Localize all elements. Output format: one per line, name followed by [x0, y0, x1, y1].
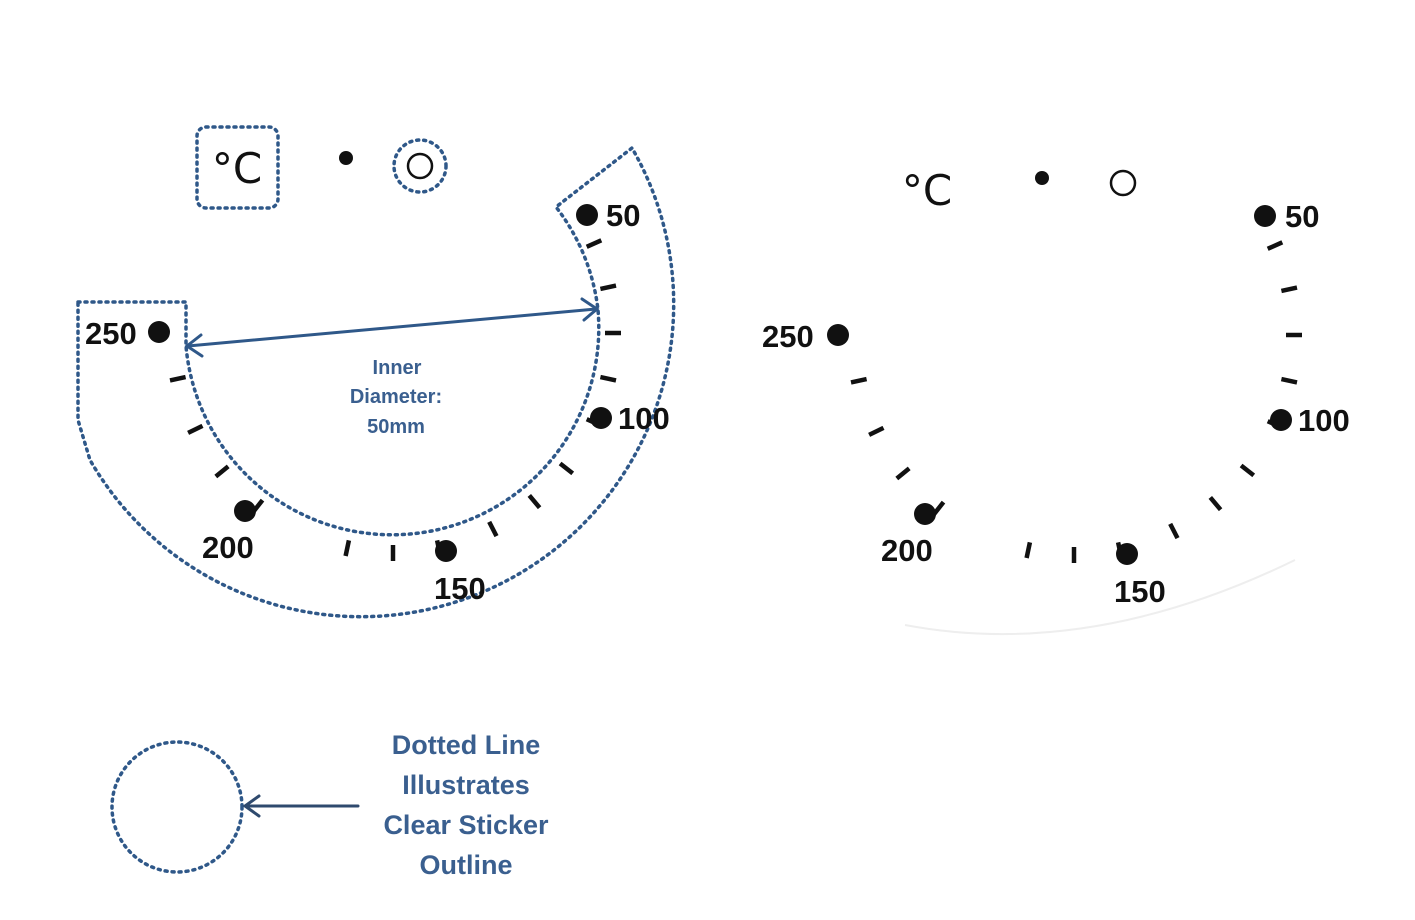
tick-mark — [585, 238, 603, 249]
tick-mark — [1208, 495, 1223, 512]
dial-label-250: 250 — [85, 316, 137, 351]
tick-mark — [558, 461, 575, 476]
marker-dot-50 — [576, 204, 598, 226]
tick-mark — [527, 493, 542, 510]
dial-label-150: 150 — [1114, 574, 1166, 609]
tick-mark — [1280, 285, 1298, 294]
dial-label-200: 200 — [881, 533, 933, 568]
unit-label-plain: °C — [902, 166, 952, 215]
dial-label-50: 50 — [606, 198, 640, 233]
tick-mark — [868, 425, 885, 437]
filled-dot-icon — [1035, 171, 1049, 185]
marker-dot-100 — [1270, 409, 1292, 431]
tick-mark — [169, 374, 187, 383]
sticker-outline — [76, 146, 676, 619]
marker-dot-250 — [827, 324, 849, 346]
tick-mark — [1024, 541, 1033, 559]
filled-dot-icon — [339, 151, 353, 165]
marker-dot-250 — [148, 321, 170, 343]
tick-mark — [850, 376, 868, 385]
open-circle-icon — [406, 152, 434, 180]
dial-label-100: 100 — [1298, 403, 1350, 438]
marker-dot-200 — [234, 500, 256, 522]
dial-label-50: 50 — [1285, 199, 1319, 234]
marker-dot-50 — [1254, 205, 1276, 227]
tick-mark — [895, 466, 911, 481]
legend-dotted-circle — [110, 740, 244, 874]
legend-line3: Clear Sticker — [383, 810, 549, 840]
unit-outline — [195, 125, 280, 210]
open-circle-outline — [392, 138, 448, 194]
dimension-note-line1: Inner — [373, 357, 422, 379]
marker-dot-200 — [914, 503, 936, 525]
legend: Dotted Line Illustrates Clear Sticker Ou… — [110, 730, 549, 880]
open-circle-icon — [1109, 169, 1137, 197]
tick-mark — [214, 464, 230, 479]
marker-dot-150 — [1116, 543, 1138, 565]
double-arrow-icon — [184, 297, 600, 358]
dimension-note-line3: 50mm — [367, 416, 425, 438]
tick-mark — [1280, 376, 1298, 385]
tick-mark — [1266, 240, 1284, 251]
dial-label-250: 250 — [762, 319, 814, 354]
tick-mark — [1168, 522, 1180, 540]
tick-mark — [343, 539, 352, 557]
tick-mark — [187, 423, 204, 435]
sticker-edge — [904, 559, 1296, 636]
dial-label-200: 200 — [202, 530, 254, 565]
tick-mark — [1239, 463, 1256, 478]
marker-dot-150 — [435, 540, 457, 562]
left-sticker: °C 50 100 150 200 250 Inner Diameter: 50… — [76, 125, 676, 619]
dial-label-150: 150 — [434, 571, 486, 606]
tick-mark — [487, 520, 499, 538]
dial-label-100: 100 — [618, 401, 670, 436]
unit-label: °C — [212, 144, 262, 193]
tick-mark — [599, 374, 617, 383]
legend-line2: Illustrates — [402, 770, 530, 800]
legend-line1: Dotted Line — [392, 730, 541, 760]
right-sticker: °C 50 100 150 200 250 — [762, 166, 1350, 636]
legend-line4: Outline — [420, 850, 513, 880]
marker-dot-100 — [590, 407, 612, 429]
dimension-note-line2: Diameter: — [350, 386, 442, 408]
tick-mark — [599, 283, 617, 292]
arrow-left-icon — [242, 794, 360, 818]
